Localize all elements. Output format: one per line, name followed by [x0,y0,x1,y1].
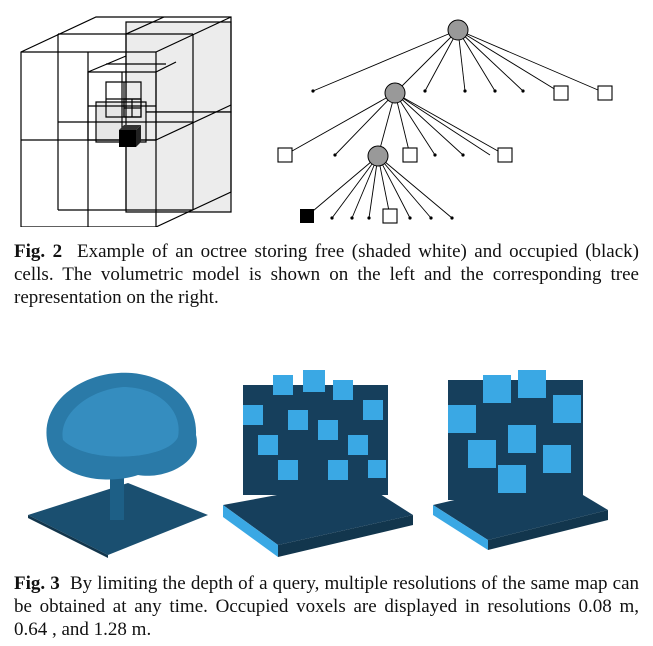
figure-2-label: Fig. 2 [14,241,63,262]
occupied-voxel [119,125,141,147]
free-leaf-node [402,147,418,163]
inner-node [367,145,389,167]
free-leaf-node [553,85,569,101]
figure-2-caption-text: Example of an octree storing free (shade… [14,241,640,308]
free-leaf-node [497,147,513,163]
figure-3-label: Fig. 3 [14,573,60,594]
occupied-leaf-node [300,209,314,223]
cube-edge [125,16,165,35]
figure-2-caption: Fig. 2 Example of an octree storing free… [14,240,639,309]
sub-cube [123,98,142,118]
octree-tree-diagram [277,19,613,224]
octree-volume-diagram [20,16,232,227]
sub-cube [87,71,157,141]
inner-node [384,82,406,104]
cube-edge [155,61,177,73]
tree-render-0.08m [28,372,208,558]
multi-resolution-tree-renderings [28,370,608,558]
free-cell-face [125,21,232,113]
free-leaf-node [277,147,293,163]
root-node [447,19,469,41]
outer-cube-outline [20,16,232,227]
tree-render-0.64m [223,370,413,557]
figure-3-caption-text: By limiting the depth of a query, multip… [14,573,640,640]
free-leaf-node [382,208,398,224]
figure-3-caption: Fig. 3 By limiting the depth of a query,… [14,572,639,641]
free-leaf-node [597,85,613,101]
tree-render-1.28m [433,370,608,550]
